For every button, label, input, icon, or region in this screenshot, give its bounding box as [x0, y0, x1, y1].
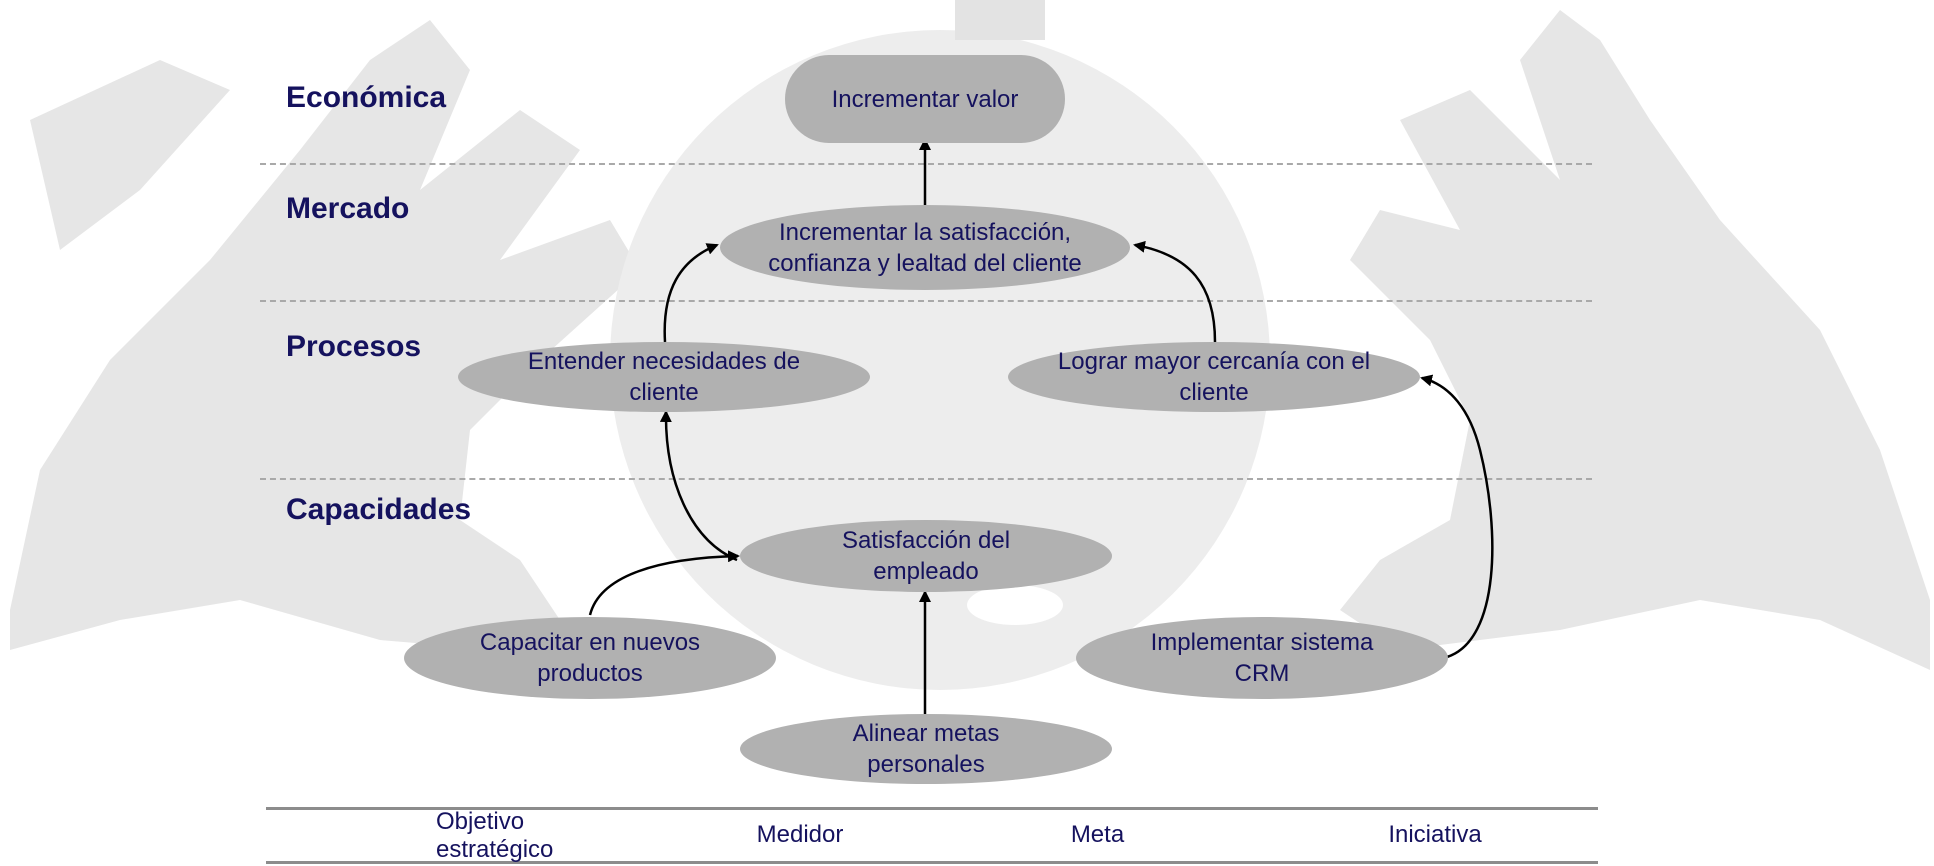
level-label-economica: Económica: [286, 81, 447, 114]
node-capacitar: Capacitar en nuevos productos: [404, 617, 776, 699]
node-lograr-cercania: Lograr mayor cercanía con el cliente: [1008, 342, 1420, 412]
node-satisfaccion-empleado: Satisfacción del empleado: [740, 520, 1112, 592]
column-header-meta: Meta: [1070, 821, 1125, 848]
divider-procesos-capacidades: [260, 478, 1592, 480]
column-header-objetivo: Objetivo estratégico: [436, 808, 554, 863]
level-label-mercado: Mercado: [286, 192, 410, 225]
node-entender-necesidades: Entender necesidades de cliente: [458, 342, 870, 412]
right-hand-shape: [1340, 10, 1930, 670]
node-alinear-metas: Alinear metas personales: [740, 714, 1112, 784]
column-header-iniciativa: Iniciativa: [1388, 821, 1482, 848]
node-satisfaccion-cliente: Incrementar la satisfacción, confianza y…: [720, 205, 1130, 290]
divider-economica-mercado: [260, 163, 1592, 165]
level-label-procesos: Procesos: [286, 330, 422, 363]
column-header-medidor: Medidor: [756, 821, 844, 848]
node-incrementar-valor: Incrementar valor: [785, 55, 1065, 143]
bulb-shape: [610, 30, 1270, 690]
level-label-capacidades: Capacidades: [286, 493, 472, 526]
divider-mercado-procesos: [260, 300, 1592, 302]
node-implementar-crm: Implementar sistema CRM: [1076, 617, 1448, 699]
table-bottom-rule: [266, 861, 1598, 864]
table-top-rule: [266, 807, 1598, 810]
left-hand-shape: [10, 20, 640, 650]
